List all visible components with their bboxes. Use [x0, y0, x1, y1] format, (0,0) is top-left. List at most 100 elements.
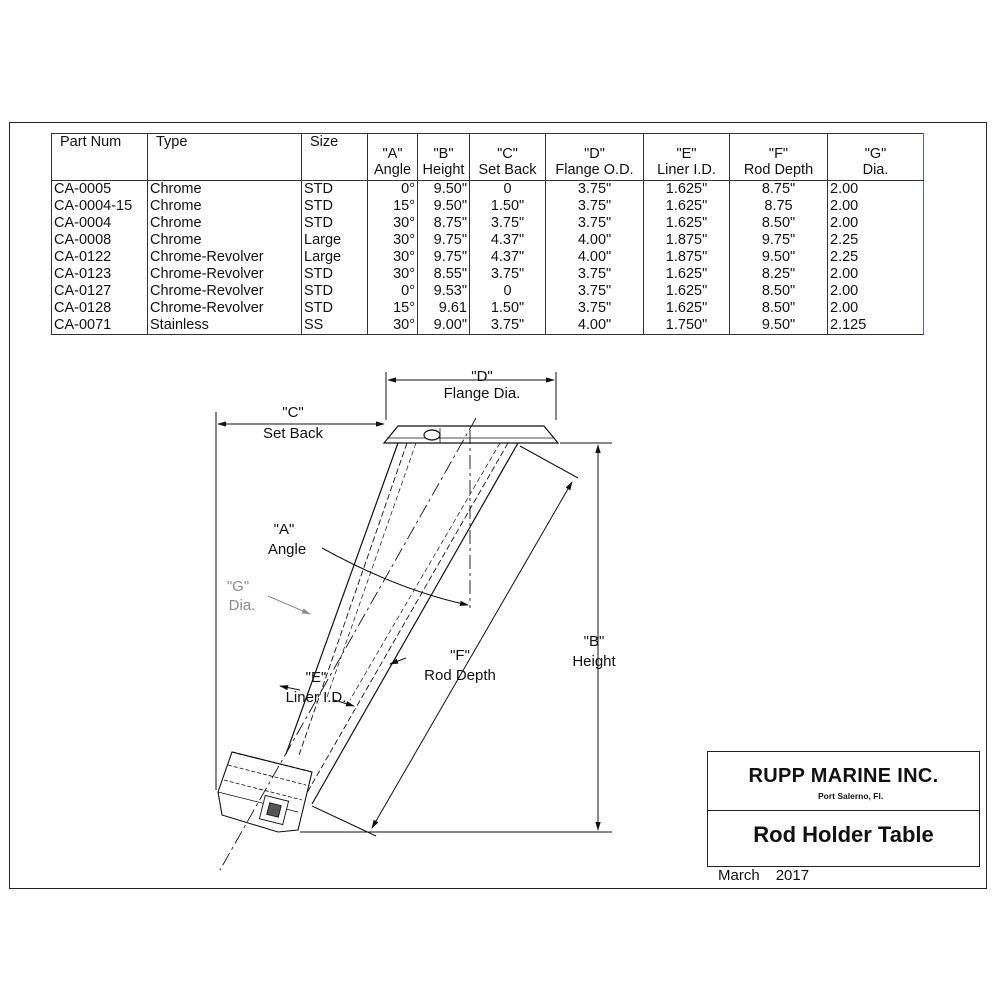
table-cell: Stainless: [147, 317, 302, 335]
tube-body: [285, 442, 519, 805]
flange-dia-label: Flange Dia.: [444, 385, 521, 402]
table-cell: 30°: [367, 317, 418, 335]
document-title: Rod Holder Table: [753, 822, 934, 847]
table-cell: STD: [301, 180, 368, 198]
table-cell: 1.625": [643, 180, 730, 198]
drawing-sheet-border: [9, 122, 987, 889]
table-cell: 30°: [367, 249, 418, 266]
rod-depth-dimension: [311, 445, 579, 837]
table-cell: STD: [301, 283, 368, 300]
table-cell: 4.00": [545, 249, 644, 266]
table-cell: Chrome-Revolver: [147, 300, 302, 317]
title-block: RUPP MARINE INC. Port Salerno, Fl. Rod H…: [707, 751, 980, 867]
column-header: Type: [147, 133, 302, 181]
table-cell: 4.37": [469, 249, 546, 266]
company-location: Port Salerno, Fl.: [818, 791, 884, 801]
flange-dia-code: "D": [471, 368, 492, 385]
table-cell: 1.625": [643, 283, 730, 300]
table-cell: 30°: [367, 215, 418, 232]
column-header-line: Type: [156, 134, 188, 150]
table-cell: 8.25": [729, 266, 828, 283]
rod-depth-code: "F": [450, 647, 470, 664]
dia-leader: [267, 595, 311, 615]
table-cell: 30°: [367, 266, 418, 283]
table-cell: CA-0127: [51, 283, 148, 300]
liner-id-code: "E": [306, 669, 327, 686]
table-cell: CA-0004: [51, 215, 148, 232]
column-header-line: "F": [768, 146, 789, 162]
table-cell: 2.125: [827, 317, 924, 335]
table-cell: 1.625": [643, 215, 730, 232]
set-back-label: Set Back: [263, 425, 324, 442]
table-cell: 2.00: [827, 215, 924, 232]
table-cell: 3.75": [469, 215, 546, 232]
dia-label: Dia.: [229, 597, 256, 614]
table-cell: 15°: [367, 300, 418, 317]
table-cell: 3.75": [545, 283, 644, 300]
column-header-line: Set Back: [478, 162, 537, 178]
table-cell: 8.75": [729, 180, 828, 198]
column-header: "A"Angle: [367, 133, 418, 181]
rod-depth-label: Rod Depth: [424, 667, 496, 684]
table-cell: 2.00: [827, 283, 924, 300]
table-cell: 9.61: [417, 300, 470, 317]
set-back-dimension: [215, 412, 385, 790]
table-cell: 8.75": [417, 215, 470, 232]
table-cell: 8.50": [729, 300, 828, 317]
revision-month: March: [718, 867, 760, 884]
column-header-line: "A": [382, 146, 403, 162]
table-cell: 2.00: [827, 266, 924, 283]
table-cell: 3.75": [545, 300, 644, 317]
table-cell: Chrome: [147, 215, 302, 232]
dia-code: "G": [227, 578, 249, 595]
table-cell: 15°: [367, 198, 418, 215]
table-cell: 3.75": [469, 266, 546, 283]
table-cell: Chrome-Revolver: [147, 266, 302, 283]
table-cell: 9.50": [729, 317, 828, 335]
table-cell: Large: [301, 249, 368, 266]
column-header-line: Height: [422, 162, 465, 178]
angle-dimension: [321, 547, 469, 606]
table-cell: 4.37": [469, 232, 546, 249]
column-header: "D"Flange O.D.: [545, 133, 644, 181]
column-header-line: "E": [676, 146, 697, 162]
table-cell: 3.75": [469, 317, 546, 335]
column-header-line: Flange O.D.: [555, 162, 634, 178]
column-header: Part Num: [51, 133, 148, 181]
table-cell: CA-0008: [51, 232, 148, 249]
table-cell: 8.50": [729, 215, 828, 232]
column-header-line: "G": [864, 146, 887, 162]
column-header-line: "B": [433, 146, 454, 162]
angle-label: Angle: [268, 541, 306, 558]
set-back-code: "C": [282, 404, 303, 421]
table-cell: CA-0071: [51, 317, 148, 335]
revision-year: 2017: [775, 867, 810, 884]
table-cell: 9.75": [417, 232, 470, 249]
table-cell: 9.53": [417, 283, 470, 300]
column-header-line: Part Num: [60, 134, 122, 150]
height-label: Height: [572, 653, 616, 670]
table-cell: CA-0122: [51, 249, 148, 266]
table-cell: 2.00: [827, 180, 924, 198]
tube-bottom-end: [217, 751, 313, 833]
table-cell: 1.50": [469, 300, 546, 317]
column-header: "G"Dia.: [827, 133, 924, 181]
flange: [382, 425, 560, 444]
table-cell: 9.00": [417, 317, 470, 335]
table-cell: 4.00": [545, 232, 644, 249]
table-cell: 8.55": [417, 266, 470, 283]
table-cell: 9.50": [417, 180, 470, 198]
table-cell: 1.625": [643, 266, 730, 283]
table-cell: CA-0005: [51, 180, 148, 198]
angle-code: "A": [274, 521, 295, 538]
column-header-line: Dia.: [862, 162, 889, 178]
table-cell: Chrome: [147, 180, 302, 198]
table-cell: 3.75": [545, 215, 644, 232]
table-cell: 1.50": [469, 198, 546, 215]
table-cell: 2.00: [827, 300, 924, 317]
